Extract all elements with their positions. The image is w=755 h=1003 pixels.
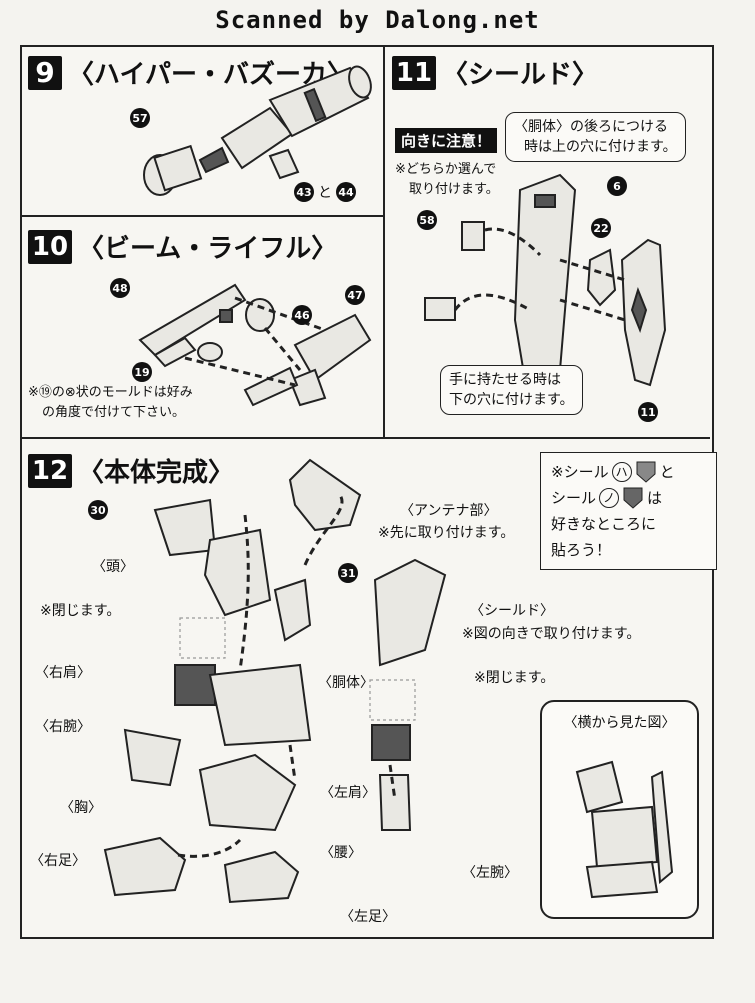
left-arm-label: 〈左腕〉 (462, 865, 518, 881)
bazooka-illustration (143, 65, 372, 196)
right-arm-label: 〈右腕〉 (35, 719, 91, 735)
torso-label: 〈胴体〉 (318, 675, 374, 691)
watermark-text: Scanned by Dalong.net (215, 6, 540, 34)
seal-wa-text: は (647, 489, 663, 507)
hand-mount-line1: 手に持たせる時は (449, 372, 561, 388)
seal-to-text: と (659, 463, 675, 481)
seal-line2: シール ノ は (551, 485, 706, 511)
step9-number: 9 (28, 55, 62, 90)
part-6-marker: 6 (607, 176, 627, 196)
step11-heading: 11 〈シールド〉 (392, 54, 598, 91)
left-shoulder-label: 〈左肩〉 (320, 785, 376, 801)
head-label: 〈頭〉 (92, 559, 134, 575)
chest-label: 〈胸〉 (60, 800, 102, 816)
parts-43-44: 43 と 44 (294, 182, 356, 202)
shield-label: 〈シールド〉 (470, 603, 554, 619)
side-view-label: 〈横から見た図〉 (563, 715, 676, 731)
waist-label: 〈腰〉 (320, 845, 362, 861)
shield-note: ※図の向きで取り付けます。 (462, 626, 641, 642)
part-58-marker: 58 (417, 210, 437, 230)
right-leg-label: 〈右足〉 (30, 853, 86, 869)
shield-illustration (424, 173, 667, 387)
divider-9-10 (22, 215, 383, 217)
seal-line1: ※シール ハ と (551, 459, 706, 485)
step10-title: 〈ビーム・ライフル〉 (78, 234, 338, 264)
seal-no-letter: ノ (599, 488, 620, 508)
side-view-illustration (575, 760, 674, 899)
step10-number: 10 (28, 229, 72, 264)
choose-note-line2: 取り付けます。 (409, 182, 499, 197)
step10-note: ※⑲の⊗状のモールドは好み の角度で付けて下さい。 (28, 383, 193, 423)
side-view-panel: 〈横から見た図〉 (540, 700, 699, 919)
step10-note-line2: の角度で付けて下さい。 (42, 405, 186, 420)
part-31-marker: 31 (338, 563, 358, 583)
seal-line4: 貼ろう！ (551, 541, 612, 559)
seal-note-box: ※シール ハ と シール ノ は 好きなところに 貼ろう！ (540, 452, 717, 570)
step10-heading: 10 〈ビーム・ライフル〉 (28, 228, 337, 265)
step11-number: 11 (392, 55, 436, 90)
seal-line3: 好きなところに (551, 515, 657, 533)
beam-rifle-illustration (138, 283, 372, 407)
hand-mount-callout: 手に持たせる時は 下の穴に付けます。 (440, 365, 583, 415)
choose-note: ※どちらか選んで 取り付けます。 (395, 160, 499, 200)
part-47-marker: 47 (345, 285, 365, 305)
back-mount-line2: 時は上の穴に付けます。 (524, 139, 677, 155)
step12-heading: 12 〈本体完成〉 (28, 452, 234, 489)
part-46-marker: 46 (292, 305, 312, 325)
part-19-marker: 19 (132, 362, 152, 382)
step10-note-line1: ※⑲の⊗状のモールドは好み (28, 385, 193, 400)
part-57-marker: 57 (130, 108, 150, 128)
left-leg-label: 〈左足〉 (340, 909, 396, 925)
assembly-illustration (103, 458, 447, 904)
divider-vertical (383, 47, 385, 437)
seal-h-letter: ハ (611, 462, 632, 482)
back-mount-line1: 〈胴体〉の後ろにつける (514, 119, 668, 135)
back-mount-callout: 〈胴体〉の後ろにつける 時は上の穴に付けます。 (505, 112, 686, 162)
part-22-marker: 22 (591, 218, 611, 238)
step11-title: 〈シールド〉 (442, 60, 599, 90)
part-11-marker: 11 (638, 402, 658, 422)
close-note-left: ※閉じます。 (40, 603, 121, 619)
seal-line2-text: シール (551, 489, 597, 507)
seal-h-emblem-icon (636, 461, 656, 483)
right-shoulder-label: 〈右肩〉 (35, 665, 91, 681)
part-44-marker: 44 (336, 182, 356, 202)
seal-no-emblem-icon (623, 487, 643, 509)
part-30-marker: 30 (88, 500, 108, 520)
part-43-marker: 43 (294, 182, 314, 202)
antenna-note: ※先に取り付けます。 (378, 525, 515, 541)
divider-upper-lower (22, 437, 710, 439)
antenna-label: 〈アンテナ部〉 (400, 503, 498, 519)
part-48-marker: 48 (110, 278, 130, 298)
parts-joiner: と (318, 185, 332, 201)
seal-line1-text: ※シール (551, 463, 609, 481)
step12-title: 〈本体完成〉 (78, 458, 235, 488)
hand-mount-line2: 下の穴に付けます。 (449, 392, 574, 408)
choose-note-line1: ※どちらか選んで (395, 162, 497, 177)
close-note-right: ※閉じます。 (474, 670, 555, 686)
step12-number: 12 (28, 453, 72, 488)
caution-badge: 向きに注意！ (395, 128, 498, 153)
